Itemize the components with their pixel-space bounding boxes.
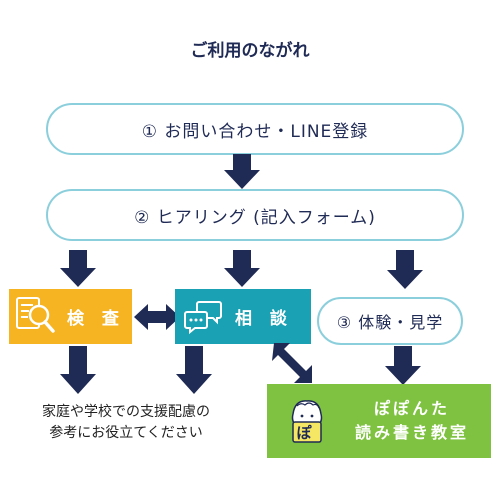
mascot-sign-text: ぽ xyxy=(296,424,317,442)
document-search-icon xyxy=(16,296,55,333)
step-hearing-form: ② ヒアリング (記入フォーム) xyxy=(46,189,464,241)
box-school-labels: ぽぽんた 読み書き教室 xyxy=(337,384,487,458)
support-note-line2: 参考にお役立てください xyxy=(49,425,203,441)
box-kensa-label: 検 査 xyxy=(67,309,125,329)
step-hearing-label: ② ヒアリング (記入フォーム) xyxy=(134,207,376,228)
diagonal-arrow-icon xyxy=(272,343,312,383)
step-inquiry-line: ① お問い合わせ・LINE登録 xyxy=(46,103,464,155)
support-note: 家庭や学校での支援配慮の 参考にお役立てください xyxy=(14,402,238,444)
double-arrow-icon xyxy=(134,304,180,330)
page-title: ご利用のながれ xyxy=(190,41,310,61)
box-popponta-school: ぽ ぽぽんた 読み書き教室 xyxy=(267,384,491,458)
step-inquiry-label: ① お問い合わせ・LINE登録 xyxy=(141,121,369,142)
chat-bubbles-icon xyxy=(184,300,222,334)
arrow-down-icon xyxy=(60,346,96,394)
arrow-down-icon xyxy=(224,154,260,189)
box-kensa: 検 査 xyxy=(9,289,132,344)
step-trial-visit: ③ 体験・見学 xyxy=(317,297,463,345)
mascot-reading-icon: ぽ xyxy=(291,400,323,443)
box-soudan: 相 談 xyxy=(175,289,311,344)
arrow-down-icon xyxy=(387,250,423,289)
arrow-down-icon xyxy=(176,346,212,394)
box-soudan-label: 相 談 xyxy=(235,309,293,329)
box-school-label-1: ぽぽんた xyxy=(373,399,450,418)
arrow-down-icon xyxy=(385,346,421,385)
step-trial-label: ③ 体験・見学 xyxy=(336,313,444,332)
arrow-down-icon xyxy=(60,250,96,287)
support-note-line1: 家庭や学校での支援配慮の xyxy=(42,404,210,420)
box-school-label-2: 読み書き教室 xyxy=(354,423,469,442)
arrow-down-icon xyxy=(224,250,260,287)
